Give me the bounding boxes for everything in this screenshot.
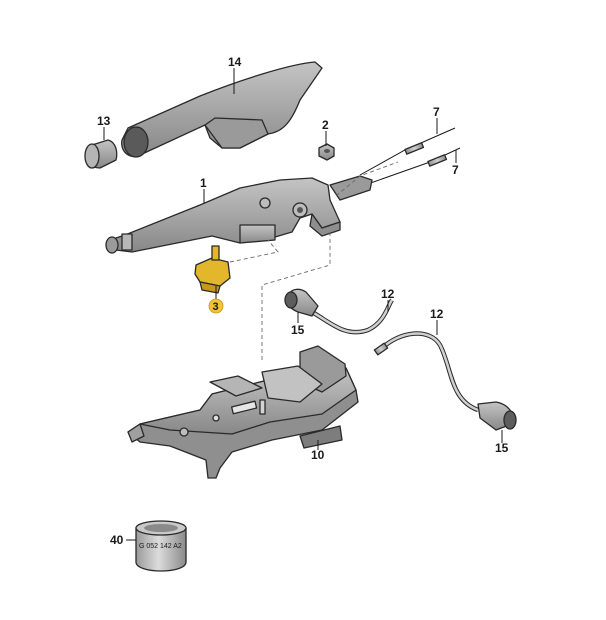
part-13-end-cap: [84, 139, 118, 169]
callout-7-upper: 7: [433, 105, 440, 119]
callout-15-right: 15: [495, 441, 509, 455]
part-2-nut: [318, 143, 335, 161]
callout-labels: 14 13 2 7 7 1 3 12 12 15 15 10 40: [97, 55, 509, 547]
callout-3-highlight: [208, 298, 224, 314]
callout-15-left: 15: [291, 323, 305, 337]
assembly-guides: [229, 161, 399, 360]
callout-40: 40: [110, 533, 124, 547]
callout-10: 10: [311, 448, 325, 462]
can-marking: G 052 142 A2: [139, 543, 182, 550]
part-14-handle-grip: [121, 61, 323, 158]
part-3-switch: [194, 245, 231, 294]
callout-2: 2: [322, 118, 329, 132]
part-7-brake-cables: [359, 127, 461, 186]
callout-14: 14: [228, 55, 242, 69]
callout-13: 13: [97, 114, 111, 128]
part-12-cable-right: [373, 331, 517, 431]
callout-leaders: [103, 68, 503, 541]
callout-12-right: 12: [430, 307, 444, 321]
callout-1: 1: [200, 176, 207, 190]
callout-3: 3: [213, 301, 219, 313]
callout-7-lower: 7: [452, 163, 459, 177]
part-40-grease-can: G 052 142 A2: [135, 520, 187, 572]
callout-12-left: 12: [381, 287, 395, 301]
part-1-brake-lever: [105, 175, 373, 254]
part-10-mounting-bracket: [127, 345, 359, 479]
